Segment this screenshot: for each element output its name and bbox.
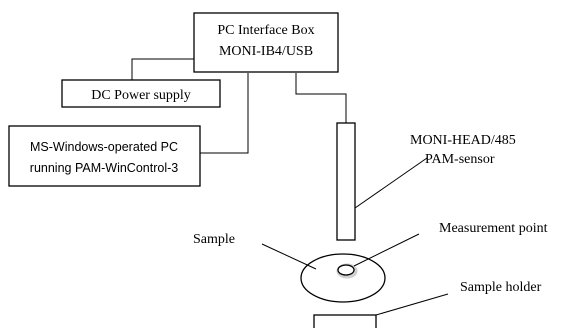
sample-callout-line (261, 243, 317, 270)
measurement-point-label: Measurement point (439, 221, 548, 236)
measurement-point-marker (337, 264, 355, 276)
sample-disk (300, 253, 386, 303)
sensor-type-label: PAM-sensor (425, 152, 495, 167)
sample-holder-callout-line (375, 293, 449, 316)
wire-power-to-interface (131, 58, 194, 80)
pc-interface-box: PC Interface Box MONI-IB4/USB (193, 12, 339, 73)
pc-box: MS-Windows-operated PC running PAM-WinCo… (8, 125, 201, 187)
dc-power-supply-box: DC Power supply (61, 79, 221, 108)
pc-label-line1: MS-Windows-operated PC (30, 140, 178, 154)
sample-holder-block (313, 314, 377, 328)
interface-box-title: PC Interface Box (217, 23, 314, 38)
pc-label-line2: running PAM-WinControl-3 (30, 161, 178, 175)
wire-pc-to-interface (200, 73, 249, 154)
sensor-model-label: MONI-HEAD/485 (410, 133, 516, 148)
sample-holder-label: Sample holder (460, 280, 542, 295)
measurement-point-callout-line (353, 233, 420, 267)
sample-label: Sample (193, 232, 235, 247)
pam-sensor-head (336, 122, 356, 241)
interface-box-model: MONI-IB4/USB (219, 44, 313, 59)
wire-interface-to-sensor (295, 73, 347, 123)
power-supply-label: DC Power supply (91, 88, 191, 103)
sensor-callout-line (354, 157, 428, 209)
